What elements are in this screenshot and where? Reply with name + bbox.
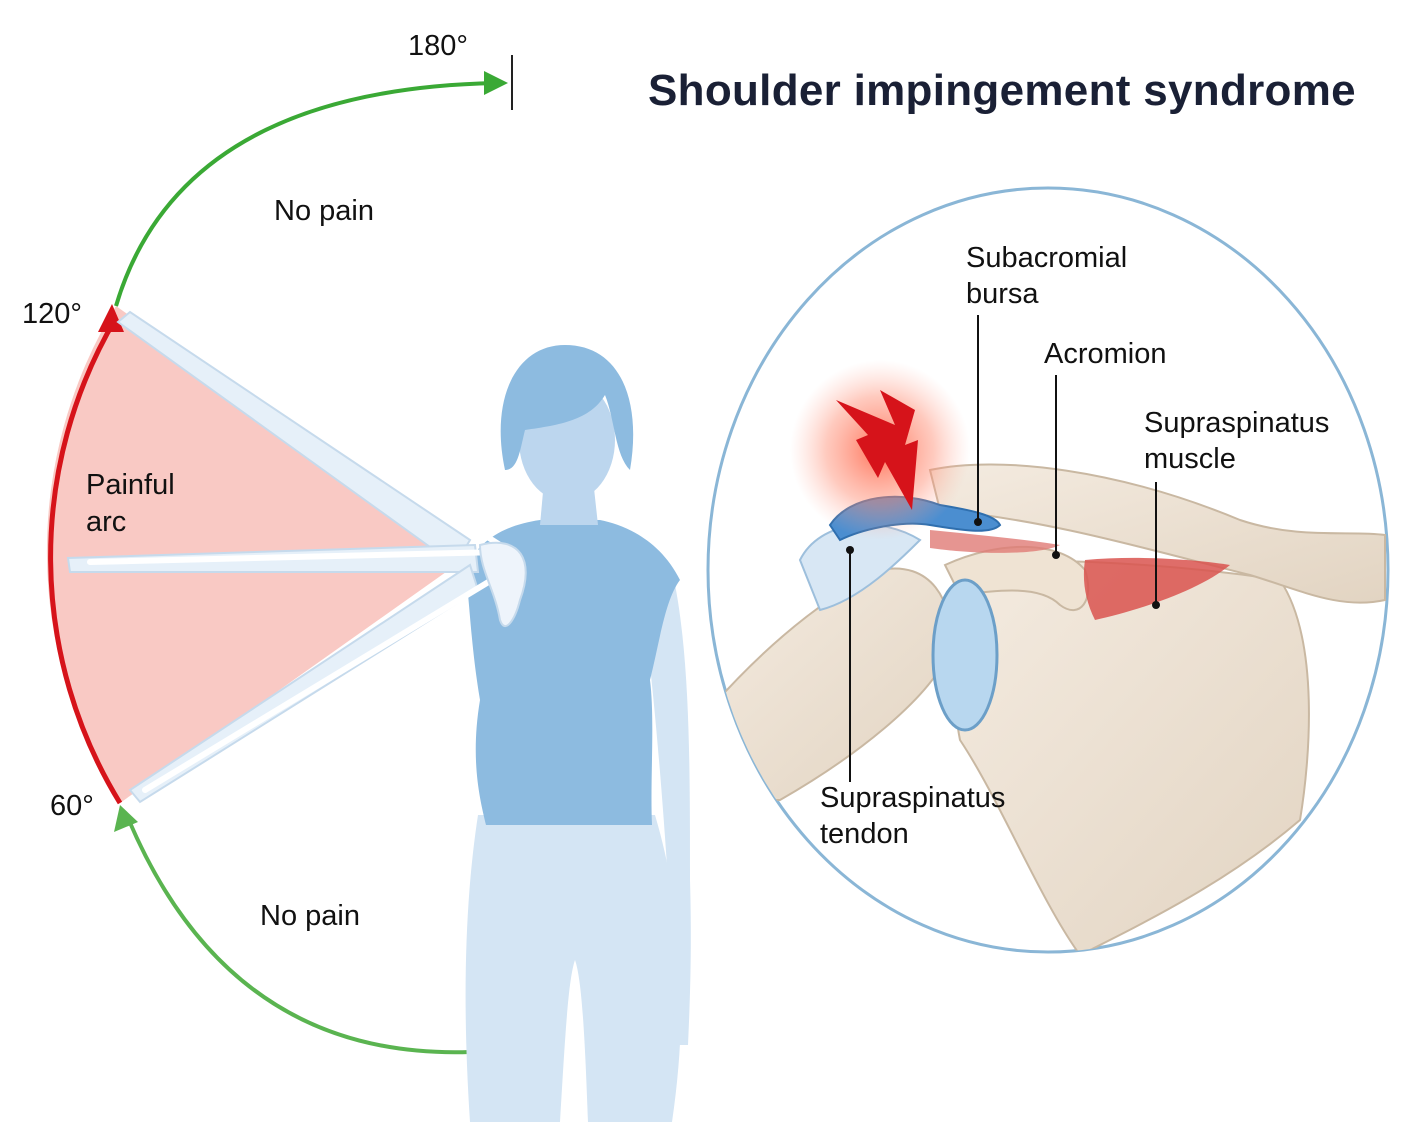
supraspinatus-tendon-label-line1: Supraspinatus <box>820 782 1006 814</box>
subacromial-bursa-label-line2: bursa <box>966 278 1039 310</box>
subacromial-bursa-label-line1: Subacromial <box>966 242 1128 274</box>
no-pain-arc-top <box>114 81 496 307</box>
woman-figure <box>465 345 691 1122</box>
supraspinatus-muscle-label-line2: muscle <box>1144 443 1236 475</box>
arrowhead-180 <box>484 71 508 95</box>
no-pain-top-label: No pain <box>274 195 374 227</box>
painful-arc-label-line2: arc <box>86 506 127 538</box>
supraspinatus-tendon-label-line2: tendon <box>820 818 909 850</box>
degree-60-label: 60° <box>50 790 94 822</box>
scapula-ghost <box>478 541 527 628</box>
arrowhead-120 <box>98 304 124 332</box>
leader-dots <box>846 518 1160 609</box>
supraspinatus-muscle-label-line1: Supraspinatus <box>1144 407 1330 439</box>
arrowhead-60 <box>114 805 138 832</box>
leader-lines <box>849 315 1157 782</box>
degree-180-label: 180° <box>408 30 468 62</box>
no-pain-bottom-label: No pain <box>260 900 360 932</box>
no-pain-arc-bottom <box>126 817 471 1055</box>
arm-bones <box>87 317 503 793</box>
arm-positions <box>66 310 480 804</box>
acromion-label: Acromion <box>1044 338 1167 370</box>
diagram-title: Shoulder impingement syndrome <box>648 66 1356 115</box>
degree-120-label: 120° <box>22 298 82 330</box>
lightning-bolt-icon <box>836 390 918 510</box>
painful-arc-line <box>48 316 123 805</box>
painful-arc-label-line1: Painful <box>86 469 175 501</box>
shoulder-inset <box>706 186 1390 954</box>
